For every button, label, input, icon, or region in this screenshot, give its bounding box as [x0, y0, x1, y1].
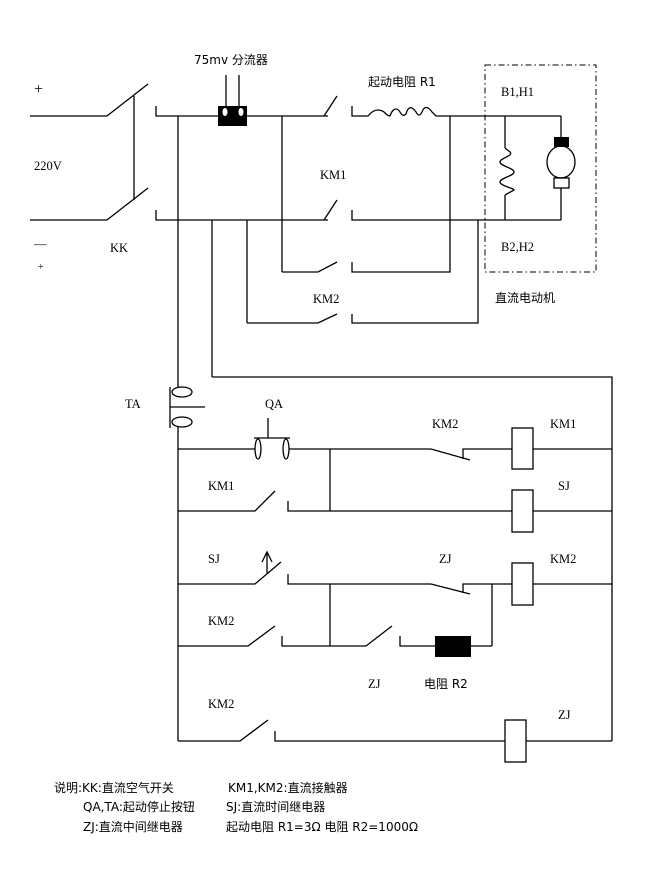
row1-contact-label: KM2 [432, 417, 458, 431]
legend-line1-b: KM1,KM2:直流接触器 [228, 780, 348, 795]
km2-coil [511, 562, 534, 606]
row4 [178, 625, 492, 657]
motor-caption: 直流电动机 [495, 291, 555, 305]
qa-label: QA [265, 397, 283, 411]
legend-line2-b: SJ:直流时间继电器 [226, 800, 325, 814]
km1-main-contact-bottom [323, 199, 561, 221]
legend-line1-a: 说明:KK:直流空气开关 [54, 780, 174, 795]
ta-stop-button [169, 386, 205, 428]
row3-coil-label: KM2 [550, 552, 576, 566]
km1-main-label: KM1 [320, 168, 346, 182]
km2-nc-contact [430, 448, 471, 461]
row4-zj-label: ZJ [368, 677, 381, 691]
row4-r2-label: 电阻 R2 [424, 677, 468, 691]
km2-main-label: KM2 [313, 292, 339, 306]
kk-breaker [106, 83, 178, 221]
resistor-r2 [435, 636, 471, 657]
qa-contact-right [282, 438, 290, 460]
row2-contact-label: KM1 [208, 479, 234, 493]
qa-contact-left [254, 438, 262, 460]
row1-coil-label: KM1 [550, 417, 576, 431]
sj-coil [511, 489, 534, 533]
km1-aux-contact [282, 116, 451, 273]
zj-nc-contact [430, 583, 471, 595]
start-resistor-r1 [366, 106, 450, 117]
motor-brush-top [554, 137, 569, 147]
shunt [218, 75, 247, 126]
legend: 说明:KK:直流空气开关 KM1,KM2:直流接触器 QA,TA:起动停止按钮 … [54, 780, 418, 834]
row2 [178, 489, 612, 533]
field-winding [499, 147, 515, 196]
motor-bottom-label: B2,H2 [501, 240, 534, 254]
row1 [178, 418, 612, 470]
r1-label: 起动电阻 R1 [368, 75, 436, 89]
motor-enclosure [484, 64, 597, 273]
voltage-label: 220V [34, 159, 62, 173]
row3 [178, 550, 612, 646]
power-supply [30, 115, 107, 221]
legend-line3-a: ZJ:直流中间继电器 [83, 819, 183, 834]
plus-label: + [34, 81, 43, 98]
km1-main-contact-top [323, 95, 366, 117]
legend-line3-b: 起动电阻 R1=3Ω 电阻 R2=1000Ω [226, 820, 418, 834]
row5-coil-label: ZJ [558, 708, 571, 722]
kk-label: KK [110, 241, 128, 255]
row3-nc-label: ZJ [439, 552, 452, 566]
zj-coil [504, 719, 527, 763]
shunt-label: 75mv 分流器 [194, 53, 268, 67]
motor-top-label: B1,H1 [501, 85, 534, 99]
motor-brush-bottom [553, 177, 570, 189]
km1-coil [511, 427, 534, 470]
km2-main-contact [247, 220, 479, 324]
row3-contact-label: SJ [208, 552, 220, 566]
minus-label: — [33, 237, 47, 251]
ta-label: TA [125, 397, 141, 411]
row5-contact-label: KM2 [208, 697, 234, 711]
small-plus-label: + [38, 262, 44, 273]
legend-line2-a: QA,TA:起动停止按钮 [83, 799, 195, 814]
row5 [178, 719, 612, 763]
row4-contact-label: KM2 [208, 614, 234, 628]
row2-coil-label: SJ [558, 479, 570, 493]
motor-armature [546, 145, 576, 179]
